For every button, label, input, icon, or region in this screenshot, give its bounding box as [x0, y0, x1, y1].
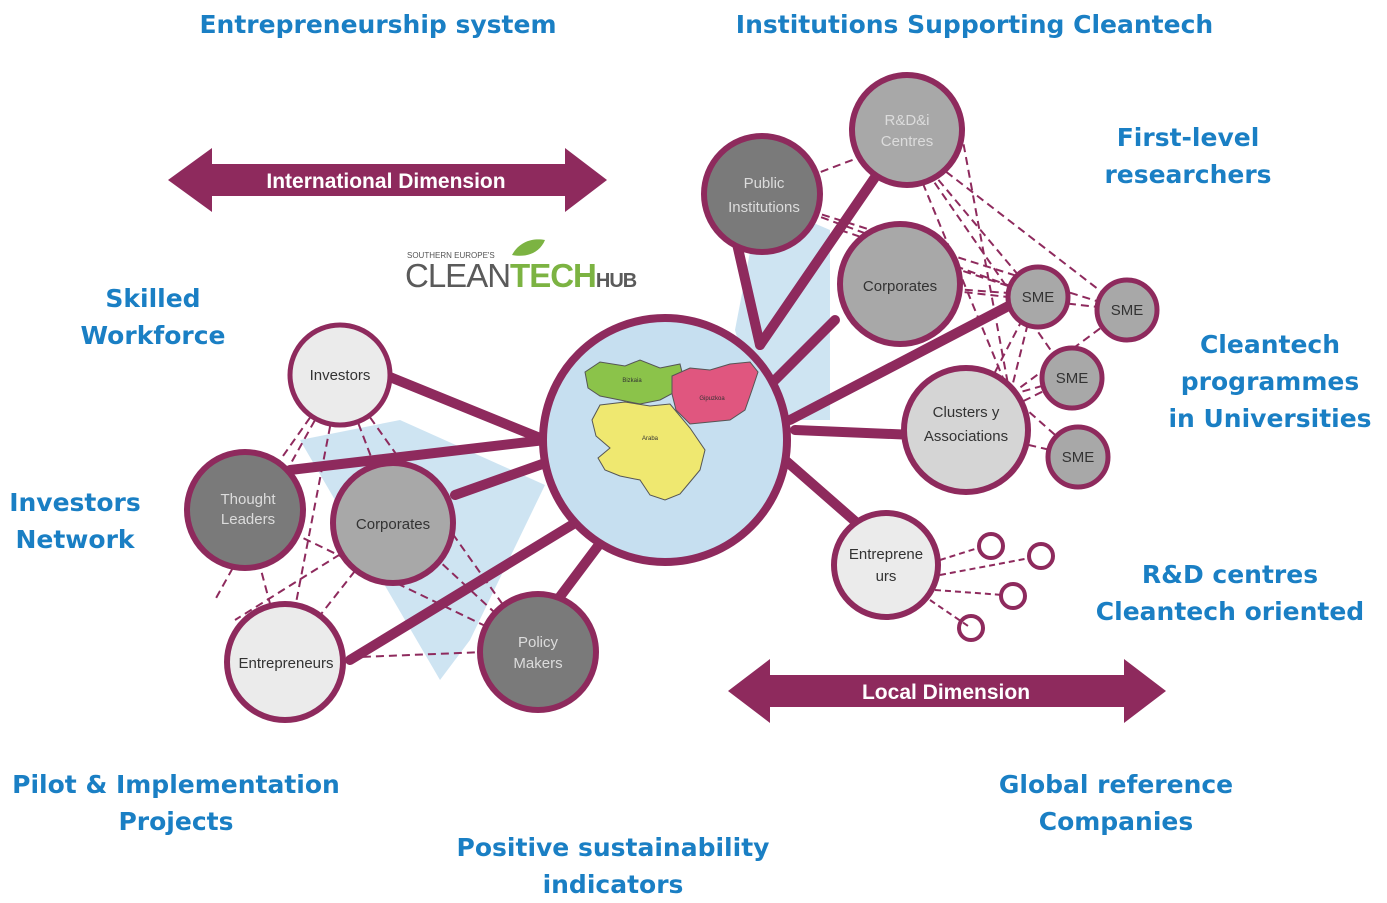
node-policy-makers-line-2: Makers	[513, 655, 562, 672]
node-sme-2-label: SME	[1111, 302, 1144, 319]
node-thought-leaders-line-2: Leaders	[221, 511, 275, 528]
node-clusters-line-1: Clusters y	[933, 404, 1000, 421]
entrepreneur-satellites	[929, 532, 1055, 642]
center-hub: Bizkaia Gipuzkoa Araba	[539, 314, 791, 566]
node-left-entrepreneurs-label: Entrepreneurs	[238, 655, 333, 672]
svg-text:Corporates: Corporates	[356, 516, 430, 533]
label-rd-centres-cleantech: R&D centres Cleantech oriented	[1095, 560, 1365, 626]
svg-text:SME: SME	[1056, 370, 1089, 387]
node-thought-leaders-line-1: Thought	[220, 491, 276, 508]
node-right-entrepreneurs-line-2: urs	[876, 568, 897, 585]
node-sme-4: SME	[1045, 424, 1111, 490]
node-policy-makers-line-1: Policy	[518, 634, 559, 651]
label-investors-network: Investors Network	[9, 488, 141, 554]
local-dimension-arrow: Local Dimension	[728, 659, 1166, 723]
node-right-corporates: Corporates	[837, 221, 963, 347]
svg-text:Corporates: Corporates	[863, 278, 937, 295]
cleantech-hub-logo: SOUTHERN EUROPE'S CLEANTECHHUB	[405, 239, 638, 294]
svg-text:Entrepreneurs: Entrepreneurs	[238, 655, 333, 672]
international-dimension-arrow: International Dimension	[168, 148, 607, 212]
node-rddi-line-2: Centres	[881, 133, 934, 150]
logo-hub: HUB	[596, 270, 637, 292]
logo-top-text: SOUTHERN EUROPE'S	[407, 251, 495, 260]
logo-tech: TECH	[510, 257, 596, 294]
node-investors: Investors	[287, 322, 393, 428]
label-skilled-workforce: Skilled Workforce	[80, 284, 226, 350]
label-entrepreneurship-system: Entrepreneurship system	[199, 10, 557, 39]
logo-leaf-icon	[512, 239, 545, 256]
node-left-corporates-label: Corporates	[356, 516, 430, 533]
node-rddi-line-1: R&D&i	[884, 112, 929, 129]
map-region-araba	[591, 401, 706, 501]
label-global-reference: Global reference Companies	[998, 770, 1234, 836]
node-public-line-2: Institutions	[728, 199, 800, 216]
node-left-corporates: Corporates	[330, 460, 456, 586]
svg-text:SME: SME	[1111, 302, 1144, 319]
node-right-entrepreneurs-line-1: Entreprene	[849, 546, 923, 563]
svg-text:Entrepreneurs: Entreprene urs	[849, 546, 923, 585]
label-cleantech-programmes: Cleantech programmes in Universities	[1168, 330, 1372, 433]
label-positive-sustainability: Positive sustainability indicators	[456, 833, 770, 899]
node-sme-3-label: SME	[1056, 370, 1089, 387]
local-dimension-label: Local Dimension	[862, 681, 1030, 704]
international-dimension-label: International Dimension	[266, 170, 505, 193]
svg-text:SME: SME	[1062, 449, 1095, 466]
logo-clean: CLEAN	[405, 257, 510, 294]
svg-text:SME: SME	[1022, 289, 1055, 306]
label-institutions-supporting-cleantech: Institutions Supporting Cleantech	[735, 10, 1214, 39]
node-sme-3: SME	[1039, 345, 1105, 411]
node-clusters-line-2: Associations	[924, 428, 1008, 445]
node-left-entrepreneurs: Entrepreneurs	[224, 601, 346, 723]
node-investors-label: Investors	[310, 367, 371, 384]
map-region-gipuzkoa	[671, 361, 759, 425]
node-clusters-associations: Clusters y Associations	[901, 365, 1031, 495]
node-sme-1: SME	[1005, 264, 1071, 330]
node-sme-2: SME	[1094, 277, 1160, 343]
label-pilot-implementation: Pilot & Implementation Projects	[12, 770, 340, 836]
map-label-bizkaia: Bizkaia	[622, 378, 642, 384]
svg-text:Investors: Investors	[310, 367, 371, 384]
map-label-gipuzkoa: Gipuzkoa	[699, 396, 725, 402]
node-right-corporates-label: Corporates	[863, 278, 937, 295]
label-first-level-researchers: First-level researchers	[1104, 123, 1272, 189]
node-right-entrepreneurs: Entreprene urs	[831, 510, 941, 620]
node-sme-4-label: SME	[1062, 449, 1095, 466]
map-label-araba: Araba	[642, 436, 659, 442]
node-sme-1-label: SME	[1022, 289, 1055, 306]
logo-wordmark: CLEANTECHHUB	[405, 257, 637, 294]
node-public-line-1: Public	[744, 175, 785, 192]
